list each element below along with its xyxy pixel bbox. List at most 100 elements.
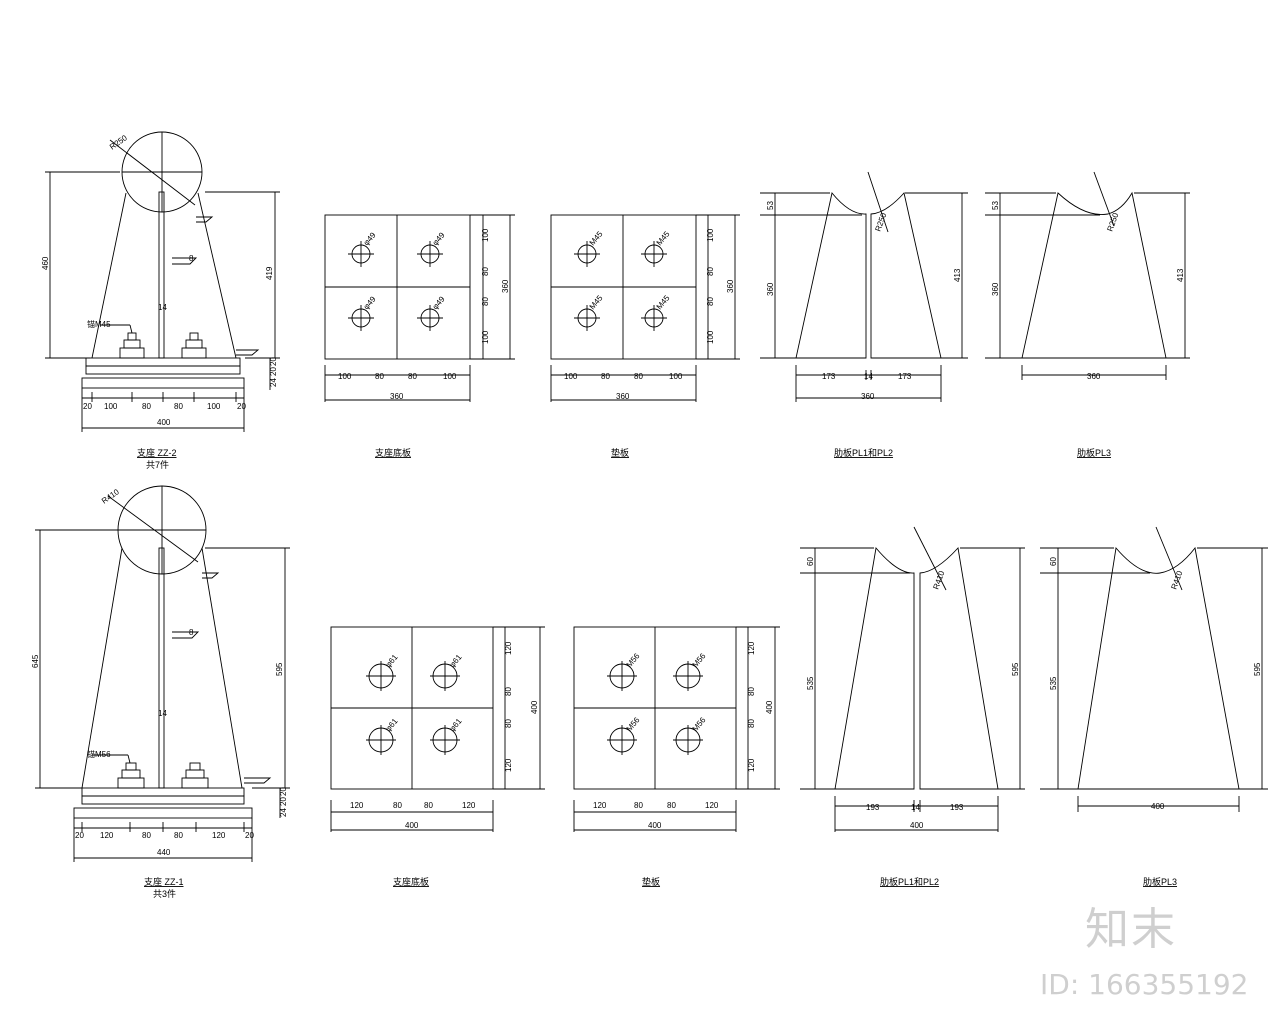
dim: 100 — [706, 330, 715, 344]
caption-assembly-zz1: 支座 ZZ-1 — [144, 876, 184, 887]
dim: 100 — [338, 372, 352, 381]
dim: 193 — [866, 803, 880, 812]
dim: 14 — [911, 803, 920, 812]
watermark-id: ID: 166355192 — [1040, 968, 1249, 1001]
dim-total: 400 — [1151, 802, 1165, 811]
rib-pl1-pl2-top — [760, 171, 968, 402]
caption-assembly-zz2: 支座 ZZ-2 — [137, 447, 177, 458]
dim-total: 400 — [157, 418, 171, 427]
dim: 80 — [667, 801, 676, 810]
caption-rib-pl3: 肋板PL3 — [1077, 447, 1111, 458]
dim: 120 — [504, 758, 513, 772]
rib-pl3-top — [985, 171, 1190, 380]
dim: 80 — [634, 801, 643, 810]
caption-assembly-zz2-qty: 共7件 — [146, 459, 169, 470]
dim: 120 — [212, 831, 226, 840]
dim-total: 360 — [390, 392, 404, 401]
dim: 100 — [564, 372, 578, 381]
dim: 100 — [669, 372, 683, 381]
dim: 20 — [269, 367, 278, 376]
height-left: 645 — [31, 654, 40, 668]
stiffener-thk: 14 — [158, 303, 167, 312]
dim: 120 — [462, 801, 476, 810]
caption-plate-pad: 垫板 — [642, 876, 660, 887]
assembly-zz2 — [45, 131, 280, 432]
dim: 60 — [806, 557, 815, 566]
dim-total: 400 — [765, 700, 774, 714]
dim: 80 — [174, 831, 183, 840]
caption-rib-pl1-pl2: 肋板PL1和PL2 — [880, 876, 939, 887]
dim: 24 — [279, 808, 288, 817]
dim: 120 — [747, 641, 756, 655]
dim: 100 — [104, 402, 118, 411]
dim: 20 — [237, 402, 246, 411]
dim: 100 — [706, 228, 715, 242]
dim: 100 — [481, 330, 490, 344]
dim: 120 — [705, 801, 719, 810]
dim: 173 — [822, 372, 836, 381]
dim-total: 360 — [501, 279, 510, 293]
dim: 535 — [806, 676, 815, 690]
dim-total: 400 — [910, 821, 924, 830]
weld-size: 8 — [189, 254, 194, 263]
plate-base-bottom — [330, 626, 545, 832]
dim-total: 400 — [530, 700, 539, 714]
dim: 80 — [706, 267, 715, 276]
dim: 53 — [766, 201, 775, 210]
dim: 20 — [269, 357, 278, 366]
plate-pad-top — [550, 214, 740, 402]
dim: 595 — [1253, 662, 1262, 676]
height-left: 460 — [41, 256, 50, 270]
dim: 80 — [601, 372, 610, 381]
bolt-label: 锚M56 — [87, 749, 111, 759]
dim: 120 — [100, 831, 114, 840]
dim: 80 — [481, 267, 490, 276]
dim-total: 400 — [405, 821, 419, 830]
dim: 80 — [174, 402, 183, 411]
bolt-label: 锚M45 — [87, 319, 111, 329]
dim: 20 — [279, 797, 288, 806]
dim: 80 — [375, 372, 384, 381]
dim-total: 400 — [648, 821, 662, 830]
dim: 360 — [766, 282, 775, 296]
caption-plate-base: 支座底板 — [393, 876, 429, 887]
dim: 20 — [279, 787, 288, 796]
dim: 80 — [504, 687, 513, 696]
dim: 80 — [142, 402, 151, 411]
dim: 100 — [207, 402, 221, 411]
dim: 24 — [269, 378, 278, 387]
dim: 53 — [991, 201, 1000, 210]
dim: 80 — [393, 801, 402, 810]
dim: 535 — [1049, 676, 1058, 690]
dim: 100 — [481, 228, 490, 242]
dim: 80 — [142, 831, 151, 840]
dim: 80 — [747, 719, 756, 728]
height-right: 419 — [265, 266, 274, 280]
caption-plate-base: 支座底板 — [375, 447, 411, 458]
weld-size: 8 — [189, 628, 194, 637]
dim: 173 — [898, 372, 912, 381]
caption-rib-pl3: 肋板PL3 — [1143, 876, 1177, 887]
dim-total: 360 — [1087, 372, 1101, 381]
dim: 100 — [443, 372, 457, 381]
dim: 20 — [245, 831, 254, 840]
dim: 360 — [991, 282, 1000, 296]
dim: 80 — [424, 801, 433, 810]
dim: 413 — [953, 268, 962, 282]
caption-plate-pad: 垫板 — [611, 447, 629, 458]
watermark-logo: 知末 — [1085, 904, 1177, 955]
caption-rib-pl1-pl2: 肋板PL1和PL2 — [834, 447, 893, 458]
assembly-zz1 — [35, 485, 290, 862]
dim: 20 — [83, 402, 92, 411]
dim: 80 — [706, 297, 715, 306]
dim-total: 360 — [616, 392, 630, 401]
dim: 193 — [950, 803, 964, 812]
dim: 20 — [75, 831, 84, 840]
dim: 80 — [504, 719, 513, 728]
dim: 80 — [747, 687, 756, 696]
dim: 80 — [481, 297, 490, 306]
plate-pad-bottom — [573, 626, 780, 832]
dim-total: 360 — [726, 279, 735, 293]
rib-pl1-pl2-bottom — [800, 526, 1025, 832]
